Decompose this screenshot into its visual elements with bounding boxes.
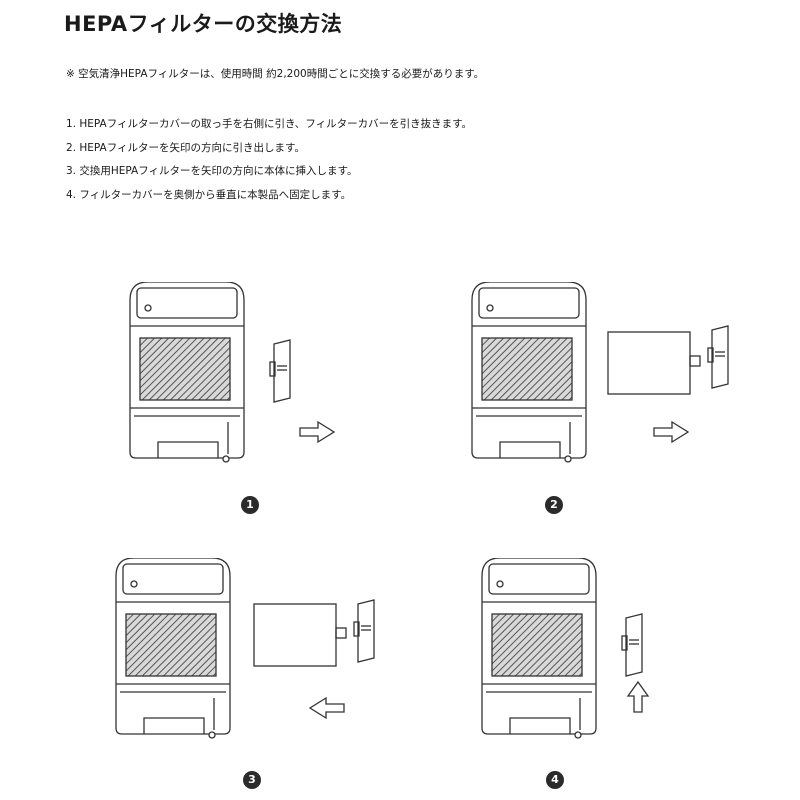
step-2-illustration	[460, 281, 760, 486]
step-marker-2: 2	[545, 496, 563, 514]
step-2-text: 2. HEPAフィルターを矢印の方向に引き出します。	[66, 141, 305, 154]
arrow-right-icon	[653, 420, 690, 444]
purifier-insert-filter-diagram	[115, 557, 375, 739]
step-1-illustration	[118, 281, 348, 486]
arrow-left-icon	[308, 696, 345, 720]
step-4-text: 4. フィルターカバーを奥側から垂直に本製品へ固定します。	[66, 188, 352, 201]
purifier-pull-filter-diagram	[471, 281, 729, 463]
step-marker-1: 1	[241, 496, 259, 514]
step-3-text: 3. 交換用HEPAフィルターを矢印の方向に本体に挿入します。	[66, 165, 358, 177]
step-3-illustration	[104, 557, 404, 762]
replacement-note: ※ 空気清浄HEPAフィルターは、使用時間 約2,200時間ごとに交換する必要が…	[66, 68, 485, 80]
step-marker-3: 3	[243, 771, 261, 789]
purifier-attach-cover-diagram	[481, 557, 650, 739]
page-title: HEPAフィルターの交換方法	[64, 12, 343, 36]
arrow-right-icon	[299, 420, 336, 444]
arrow-up-icon	[626, 680, 650, 713]
step-4-illustration	[470, 557, 700, 762]
purifier-remove-cover-diagram	[129, 281, 336, 463]
steps-list: 1. HEPAフィルターカバーの取っ手を右側に引き、フィルターカバーを引き抜きま…	[66, 116, 472, 210]
step-marker-4: 4	[546, 771, 564, 789]
step-1-text: 1. HEPAフィルターカバーの取っ手を右側に引き、フィルターカバーを引き抜きま…	[66, 118, 473, 130]
